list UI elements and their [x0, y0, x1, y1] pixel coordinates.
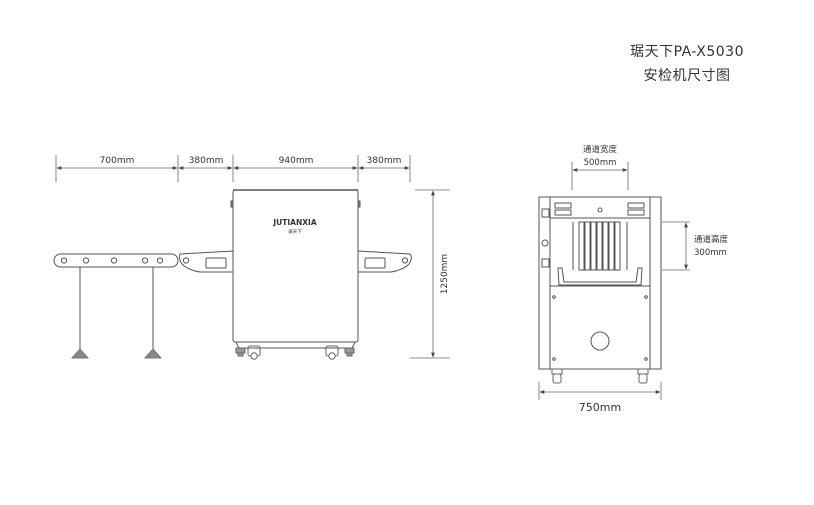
machine-body	[230, 189, 361, 349]
svg-text:琚天下: 琚天下	[288, 229, 302, 235]
label-overall-width: 750mm	[579, 401, 621, 414]
label-tunnel-width-value: 500mm	[584, 158, 617, 168]
label-height-1250: 1250mm	[440, 254, 450, 294]
front-dimension-lines	[538, 162, 690, 400]
roller-conveyor	[53, 253, 179, 359]
label-tunnel-height-title: 通道高度	[694, 234, 729, 245]
diagram-title: 琚天下PA-X5030 安检机尺寸图	[630, 40, 744, 88]
label-body-940: 940mm	[279, 156, 314, 166]
label-entry-380: 380mm	[189, 156, 224, 166]
front-view	[538, 162, 690, 400]
title-model: 琚天下PA-X5030	[630, 44, 744, 60]
exit-conveyor	[357, 250, 412, 273]
svg-text:JUTIANXIA: JUTIANXIA	[272, 218, 316, 227]
front-casters	[551, 368, 649, 384]
brand-logo: JUTIANXIA 琚天下	[272, 218, 316, 235]
side-dimension-lines	[55, 155, 450, 359]
title-subtitle: 安检机尺寸图	[643, 68, 731, 84]
label-exit-380: 380mm	[367, 156, 402, 166]
tunnel-curtains	[572, 221, 628, 271]
label-tunnel-width-title: 通道宽度	[583, 144, 618, 155]
side-view: JUTIANXIA 琚天下	[53, 155, 450, 360]
entry-conveyor	[178, 250, 234, 273]
side-casters	[235, 345, 355, 360]
label-roller-700: 700mm	[100, 156, 135, 166]
label-tunnel-height-value: 300mm	[694, 248, 727, 258]
